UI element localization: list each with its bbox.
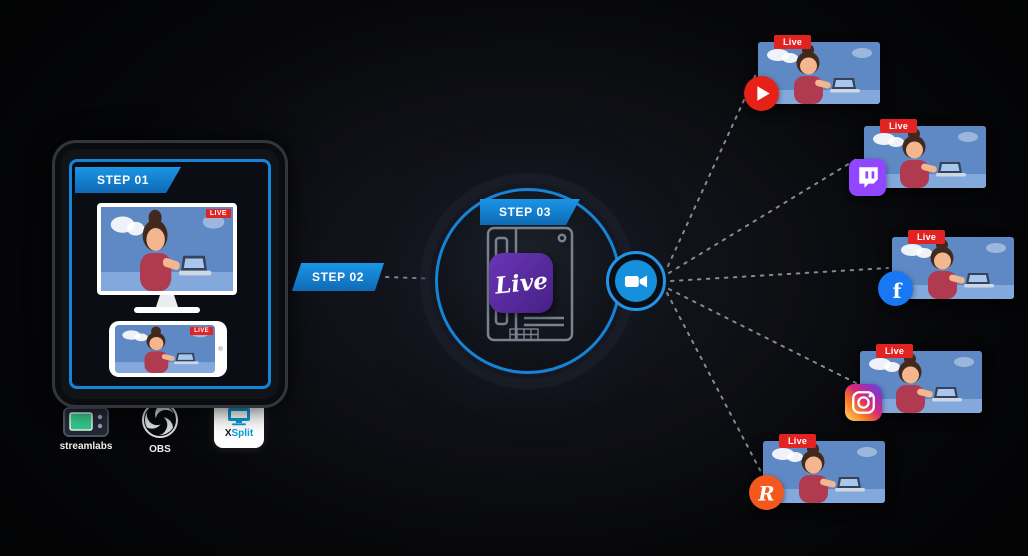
live-app-tile: Live — [489, 253, 553, 313]
step-03-label: STEP 03 — [498, 205, 551, 219]
twitch-icon — [849, 159, 886, 196]
xsplit-label: XSplit — [224, 428, 254, 439]
broadcast-node — [606, 251, 666, 311]
phone-screen: LIVE — [115, 325, 215, 373]
live-badge: LIVE — [205, 209, 231, 218]
monitor-stand — [156, 295, 178, 307]
live-badge: Live — [774, 35, 812, 49]
instagram-icon — [845, 384, 882, 421]
facebook-icon: f — [877, 270, 914, 307]
stream-thumbnail — [101, 207, 233, 291]
destination-card-facebook: Live f — [878, 230, 1014, 306]
obs-label: OBS — [149, 444, 171, 455]
svg-text:R: R — [757, 483, 774, 506]
live-badge: Live — [908, 230, 946, 244]
destination-card-r-platform: Live R — [749, 434, 885, 510]
live-badge: Live — [876, 344, 914, 358]
streamlabs-label: streamlabs — [59, 441, 113, 452]
step-02-label: STEP 02 — [311, 270, 364, 284]
live-badge: Live — [880, 119, 918, 133]
broadcast-node-disc — [615, 260, 657, 302]
step-03-badge: STEP 03 — [480, 199, 580, 225]
phone-home-button — [218, 346, 223, 351]
r-platform-icon: R — [748, 474, 785, 511]
live-app-label: Live — [493, 266, 549, 300]
youtube-icon — [743, 75, 780, 112]
xsplit-monitor-glyph — [228, 408, 250, 426]
destination-card-instagram: Live — [845, 344, 982, 421]
live-badge: LIVE — [190, 327, 213, 335]
live-badge: Live — [779, 434, 817, 448]
step-01-badge: STEP 01 — [75, 167, 181, 193]
step-01-label: STEP 01 — [96, 173, 149, 187]
phone-illustration: LIVE — [109, 321, 227, 377]
svg-text:f: f — [893, 279, 903, 303]
step-02-badge: STEP 02 — [292, 263, 384, 291]
source-device-frame: STEP 01 LIVE LIVE — [52, 140, 288, 408]
monitor-base — [134, 307, 200, 313]
video-camera-icon — [624, 275, 648, 287]
monitor-illustration: LIVE — [97, 203, 237, 313]
destination-card-youtube: Live — [744, 35, 880, 111]
monitor-screen: LIVE — [97, 203, 237, 295]
destination-card-twitch: Live — [849, 119, 986, 196]
